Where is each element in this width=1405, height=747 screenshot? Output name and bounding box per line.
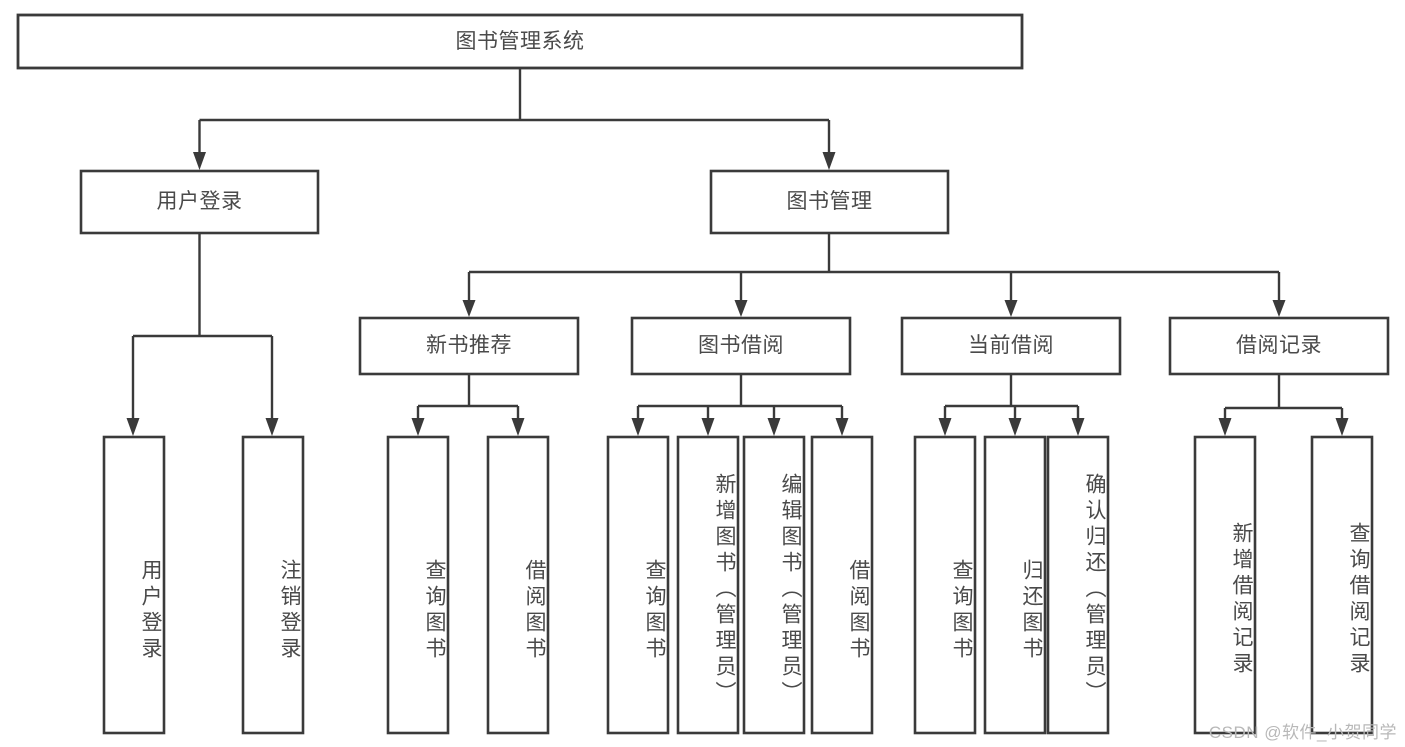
node-box-book-borrow[interactable] [630, 316, 852, 376]
node-box-leaf-return-book[interactable] [983, 435, 1047, 735]
node-box-leaf-edit-book[interactable] [742, 435, 806, 735]
connector-group-current-borrow [938, 374, 1085, 436]
node-box-leaf-query-book-rec[interactable] [386, 435, 450, 735]
node-box-new-book-recommend[interactable] [358, 316, 580, 376]
arrow-to-leaf-user-logout [265, 418, 279, 436]
node-box-root[interactable] [16, 13, 1024, 70]
arrow-to-leaf-query-book-rec [411, 418, 425, 436]
node-box-leaf-query-book-borrow[interactable] [606, 435, 670, 735]
arrow-root-to-book-manage [822, 152, 836, 170]
arrow-to-leaf-borrow-book-rec [511, 418, 525, 436]
arrow-to-leaf-query-book-cur [938, 418, 952, 436]
node-box-leaf-query-book-cur[interactable] [913, 435, 977, 735]
arrow-to-leaf-user-login [126, 418, 140, 436]
node-box-current-borrow[interactable] [900, 316, 1122, 376]
arrow-to-leaf-query-book-borrow [631, 418, 645, 436]
node-box-leaf-query-record[interactable] [1310, 435, 1374, 735]
connector-group-user-login [126, 233, 279, 436]
arrow-to-leaf-add-book [701, 418, 715, 436]
csdn-watermark: CSDN @软件_小贺同学 [1208, 723, 1397, 742]
node-box-borrow-record[interactable] [1168, 316, 1390, 376]
arrow-to-current-borrow [1004, 300, 1018, 317]
arrow-to-new-book-recommend [462, 300, 476, 317]
connector-group-book-borrow [631, 374, 849, 436]
connector-group-borrow-record [1218, 374, 1349, 436]
connector-group-root [193, 68, 836, 170]
node-box-leaf-borrow-book-rec[interactable] [486, 435, 550, 735]
node-box-leaf-user-logout[interactable] [241, 435, 305, 735]
node-box-leaf-confirm-return[interactable] [1046, 435, 1110, 735]
arrow-to-leaf-edit-book [767, 418, 781, 436]
connector-group-book-manage [462, 233, 1286, 317]
arrow-to-leaf-borrow-book [835, 418, 849, 436]
arrow-to-leaf-query-record [1335, 418, 1349, 436]
arrow-root-to-user-login [193, 152, 206, 170]
arrow-to-book-borrow [734, 300, 748, 317]
connector-group-new-book-recommend [411, 374, 525, 436]
node-box-leaf-user-login[interactable] [102, 435, 166, 735]
node-box-book-manage[interactable] [709, 169, 950, 235]
node-box-leaf-borrow-book[interactable] [810, 435, 874, 735]
arrow-to-leaf-add-record [1218, 418, 1232, 436]
node-box-leaf-add-record[interactable] [1193, 435, 1257, 735]
arrow-to-leaf-return-book [1008, 418, 1022, 436]
node-box-leaf-add-book[interactable] [676, 435, 740, 735]
arrow-to-leaf-confirm-return [1071, 418, 1085, 436]
node-box-user-login[interactable] [79, 169, 320, 235]
arrow-to-borrow-record [1272, 300, 1286, 317]
